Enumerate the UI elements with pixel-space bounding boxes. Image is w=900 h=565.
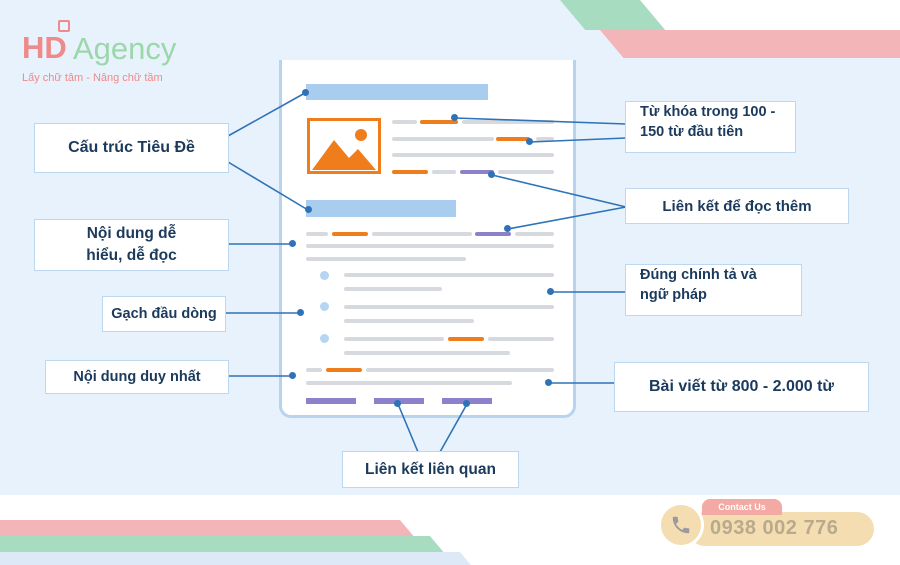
phone-icon (658, 502, 704, 548)
label-heading-structure-text: Cấu trúc Tiêu Đề (68, 138, 195, 156)
label-easy-content-line1: Nội dung dễ (86, 225, 177, 243)
doc-heading-1 (306, 84, 488, 100)
bullet-dot (320, 334, 329, 343)
connector-dot (488, 171, 495, 178)
doc-heading-2 (306, 200, 456, 217)
connector-dot (302, 89, 309, 96)
doc-line (344, 287, 442, 291)
connector-dot (305, 206, 312, 213)
related-link-bar (306, 398, 356, 404)
connector-dot (526, 138, 533, 145)
doc-keyword-mark (332, 232, 368, 236)
doc-keyword-mark (448, 337, 484, 341)
image-placeholder-icon (307, 118, 381, 174)
contact-us-tab: Contact Us (702, 499, 782, 515)
label-keyword: Từ khóa trong 100 - 150 từ đầu tiên (625, 101, 796, 153)
doc-line (306, 381, 512, 385)
doc-line (306, 244, 554, 248)
label-read-more-links-text: Liên kết để đọc thêm (662, 197, 812, 215)
doc-line (344, 351, 510, 355)
label-word-count-text: Bài viết từ 800 - 2.000 từ (648, 377, 835, 395)
doc-line (344, 305, 554, 309)
doc-line (392, 120, 417, 124)
doc-line (392, 153, 554, 157)
doc-keyword-mark (392, 170, 428, 174)
connector-dot (545, 379, 552, 386)
label-related-links: Liên kết liên quan (342, 451, 519, 488)
doc-link-mark (460, 170, 494, 174)
doc-line (344, 273, 554, 277)
doc-line (306, 257, 466, 261)
contact-phone-number[interactable]: 0938 002 776 (710, 517, 839, 539)
label-spelling-line1: Đúng chính tả và (640, 267, 757, 283)
decor-stripe-top-white (640, 0, 900, 30)
decor-stripe-top-pink (600, 30, 900, 58)
label-unique-content-text: Nội dung duy nhất (73, 368, 201, 385)
label-keyword-line2: 150 từ đầu tiên (640, 124, 744, 141)
doc-line (498, 170, 554, 174)
logo-mark-icon (58, 20, 70, 32)
logo-agency: Agency (73, 31, 177, 66)
bullet-dot (320, 302, 329, 311)
label-bullets: Gạch đầu dòng (102, 296, 226, 332)
decor-stripe-bottom-blue (0, 552, 471, 565)
label-read-more-links: Liên kết để đọc thêm (625, 188, 849, 224)
doc-keyword-mark (496, 137, 530, 141)
doc-line (306, 368, 322, 372)
connector-dot (547, 288, 554, 295)
connector-dot (504, 225, 511, 232)
doc-keyword-mark (420, 120, 458, 124)
doc-line (515, 232, 554, 236)
doc-line (344, 319, 474, 323)
contact-badge[interactable]: Contact Us 0938 002 776 (658, 498, 874, 552)
connector-dot (289, 372, 296, 379)
label-spelling: Đúng chính tả và ngữ pháp (625, 264, 802, 316)
label-heading-structure: Cấu trúc Tiêu Đề (34, 123, 229, 173)
decor-stripe-bottom-pink (0, 520, 414, 536)
doc-line (366, 368, 554, 372)
connector-dot (297, 309, 304, 316)
doc-line (536, 137, 554, 141)
contact-pill (688, 512, 874, 546)
connector-dot (289, 240, 296, 247)
doc-line (462, 120, 554, 124)
doc-line (488, 337, 554, 341)
label-unique-content: Nội dung duy nhất (45, 360, 229, 394)
doc-line (344, 337, 444, 341)
doc-keyword-mark (326, 368, 362, 372)
label-bullets-text: Gạch đầu dòng (111, 305, 217, 322)
document-mockup (279, 60, 576, 418)
decor-stripe-bottom-green (0, 536, 444, 552)
doc-line (306, 232, 328, 236)
logo-tagline: Lấy chữ tâm - Nâng chữ tầm (22, 72, 163, 84)
label-easy-content-line2: hiểu, dễ đọc (86, 247, 177, 264)
connector-dot (394, 400, 401, 407)
label-word-count: Bài viết từ 800 - 2.000 từ (614, 362, 869, 412)
doc-link-mark (475, 232, 511, 236)
doc-line (372, 232, 472, 236)
label-keyword-line1: Từ khóa trong 100 - (640, 104, 776, 120)
connector-dot (463, 400, 470, 407)
bullet-dot (320, 271, 329, 280)
label-easy-content: Nội dung dễ hiểu, dễ đọc (34, 219, 229, 271)
label-spelling-line2: ngữ pháp (640, 287, 707, 304)
connector-dot (451, 114, 458, 121)
logo-hd: HD (22, 30, 67, 65)
doc-line (392, 137, 494, 141)
label-related-links-text: Liên kết liên quan (365, 460, 496, 478)
doc-line (432, 170, 456, 174)
